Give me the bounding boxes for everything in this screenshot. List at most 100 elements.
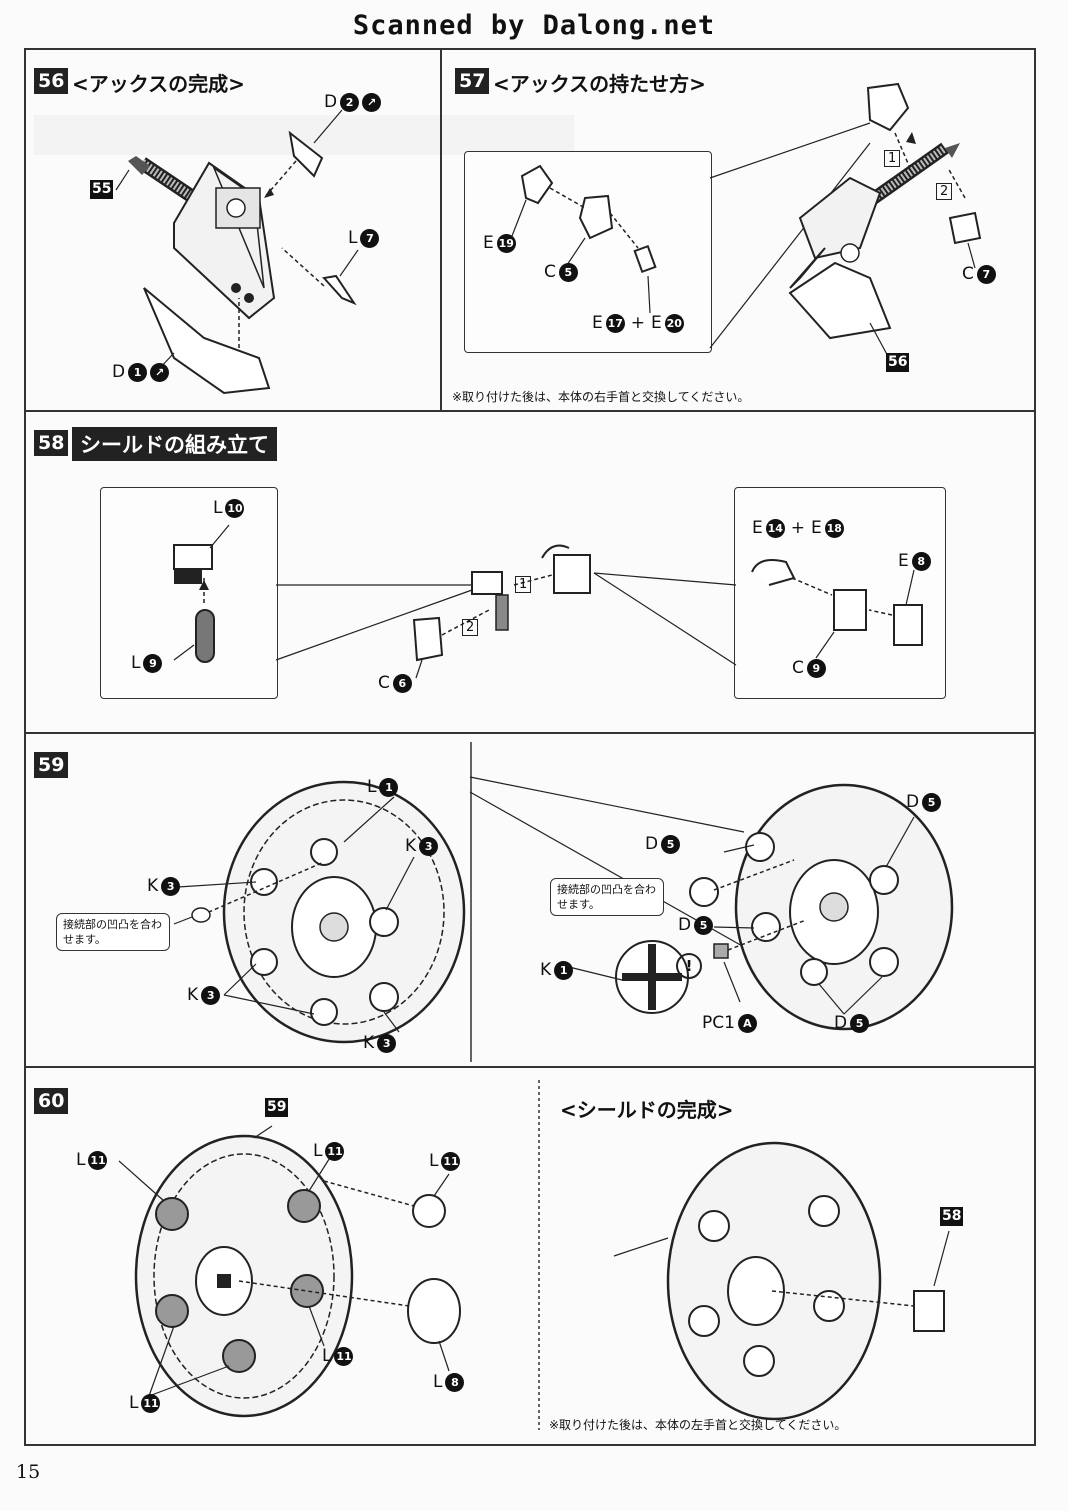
- part-letter: L: [313, 1141, 323, 1161]
- step-56-heading: <アックスの完成>: [72, 72, 245, 96]
- part-letter: E: [898, 551, 909, 571]
- step-56-axe-drawing: [115, 109, 359, 395]
- part-letter: L: [433, 1372, 443, 1392]
- glue-arrow-icon: ↗: [362, 92, 382, 112]
- part-number-badge: 8: [911, 551, 931, 571]
- part-letter: D: [678, 915, 692, 935]
- step-59-number: 59: [34, 752, 69, 778]
- order-marker-1: 1: [515, 576, 532, 593]
- step-57-number: 57: [455, 68, 490, 94]
- order-number: 1: [515, 576, 532, 593]
- step-56-number: 56: [34, 68, 69, 94]
- order-number: 2: [462, 619, 479, 636]
- part-number-badge: 11: [325, 1141, 345, 1161]
- part-number-badge: 1: [128, 362, 148, 382]
- step-57-hand-drawing: [511, 82, 982, 361]
- step-60-divider: [538, 1080, 540, 1430]
- step-ref-56: 56: [886, 353, 910, 372]
- part-number-badge: 11: [334, 1346, 354, 1366]
- part-letter: E: [592, 313, 603, 333]
- part-letter: D: [834, 1013, 848, 1033]
- step-60-number: 60: [34, 1088, 69, 1114]
- part-letter: L: [322, 1346, 332, 1366]
- step-58-number: 58: [34, 430, 69, 456]
- part-number-badge: 17: [605, 313, 625, 333]
- step-ref-59: 59: [265, 1098, 289, 1117]
- part-letter: E: [752, 518, 763, 538]
- part-number-badge: 5: [922, 792, 942, 812]
- caution-mark: !: [676, 953, 702, 979]
- part-number-badge: 1: [379, 777, 399, 797]
- alignment-callout-left: 接続部の凹凸を合わせます。: [56, 913, 170, 951]
- part-letter: D: [324, 92, 338, 112]
- part-number-badge: 1: [554, 960, 574, 980]
- part-number-badge: 11: [88, 1150, 108, 1170]
- part-letter: D: [112, 362, 126, 382]
- part-letter: E: [811, 518, 822, 538]
- part-number-badge: 11: [441, 1151, 461, 1171]
- caution-icon: !: [676, 953, 702, 979]
- part-letter: C: [792, 658, 804, 678]
- part-number-badge: 8: [445, 1372, 465, 1392]
- part-letter: L: [367, 777, 377, 797]
- page-number: 15: [16, 1461, 41, 1483]
- part-letter: K: [540, 960, 552, 980]
- order-marker-2: 2: [936, 183, 953, 200]
- step-ref-55: 55: [90, 180, 114, 199]
- part-letter: D: [645, 834, 659, 854]
- part-number-badge: 9: [806, 658, 826, 678]
- part-letter: L: [131, 653, 141, 673]
- part-letter: C: [962, 264, 974, 284]
- step-ref-badge: 58: [940, 1207, 964, 1226]
- step-57-heading: <アックスの持たせ方>: [493, 72, 706, 96]
- part-number-badge: 5: [850, 1013, 870, 1033]
- part-number-badge: 14: [765, 518, 785, 538]
- part-letter: L: [348, 228, 358, 248]
- part-letter: L: [129, 1393, 139, 1413]
- part-letter: K: [405, 836, 417, 856]
- step-ref-badge: 56: [886, 353, 910, 372]
- part-number-badge: 19: [496, 233, 516, 253]
- plus-sign: +: [790, 518, 805, 538]
- glue-arrow-icon: ↗: [150, 362, 170, 382]
- step-57-note: ※取り付けた後は、本体の右手首と交換してください。: [452, 390, 750, 404]
- step-60-note: ※取り付けた後は、本体の左手首と交換してください。: [549, 1418, 847, 1432]
- step-60-shield-drawing: [118, 1125, 950, 1421]
- order-number: 1: [884, 150, 901, 167]
- part-number-badge: 5: [661, 834, 681, 854]
- plus-sign: +: [630, 313, 645, 333]
- part-letter: PC1: [702, 1013, 735, 1033]
- part-number-badge: 5: [558, 262, 578, 282]
- order-marker-1: 1: [884, 150, 901, 167]
- part-number-badge: 6: [392, 673, 412, 693]
- part-number-badge: 11: [141, 1393, 161, 1413]
- part-number-badge: 20: [664, 313, 684, 333]
- part-letter: D: [906, 792, 920, 812]
- part-number-badge: 3: [419, 836, 439, 856]
- step-58-left-inset: [100, 487, 278, 699]
- part-number-badge: 7: [360, 228, 380, 248]
- order-number: 2: [936, 183, 953, 200]
- step-59-divider: [470, 742, 472, 1062]
- part-letter: C: [544, 262, 556, 282]
